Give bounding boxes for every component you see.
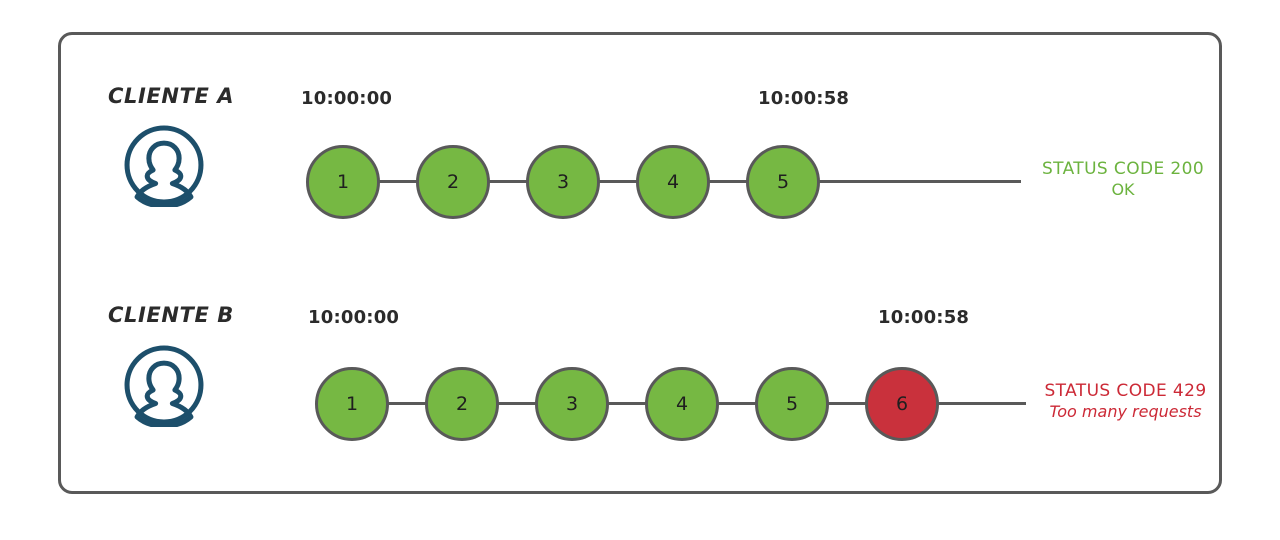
diagram-frame: CLIENTE A 10:00:00 10:00:58 1 2 3 4 5 ST… — [58, 32, 1222, 494]
connector-a-2 — [487, 180, 541, 183]
request-node[interactable]: 3 — [526, 145, 600, 219]
connector-b-1 — [386, 402, 440, 405]
request-node[interactable]: 1 — [315, 367, 389, 441]
connector-b-tail — [936, 402, 1026, 405]
client-label-b: CLIENTE B — [108, 303, 234, 327]
connector-b-2 — [496, 402, 550, 405]
timestamp-start-b: 10:00:00 — [308, 307, 400, 328]
connector-b-4 — [716, 402, 770, 405]
connector-b-5 — [826, 402, 880, 405]
connector-a-3 — [597, 180, 651, 183]
status-code-b: STATUS CODE 429 — [1044, 381, 1207, 401]
request-node[interactable]: 3 — [535, 367, 609, 441]
timestamp-start-a: 10:00:00 — [301, 88, 393, 109]
request-node[interactable]: 4 — [636, 145, 710, 219]
status-message-b: Too many requests — [1049, 401, 1202, 421]
status-annotation-b: STATUS CODE 429 Too many requests — [1018, 381, 1233, 421]
status-message-a: OK — [1111, 179, 1135, 199]
connector-a-1 — [377, 180, 431, 183]
request-node[interactable]: 4 — [645, 367, 719, 441]
timestamp-end-a: 10:00:58 — [758, 88, 850, 109]
user-avatar-icon — [122, 343, 206, 429]
connector-a-tail — [817, 180, 1021, 183]
connector-b-3 — [606, 402, 660, 405]
request-node[interactable]: 5 — [746, 145, 820, 219]
request-node[interactable]: 1 — [306, 145, 380, 219]
request-node[interactable]: 5 — [755, 367, 829, 441]
request-node[interactable]: 2 — [416, 145, 490, 219]
request-node[interactable]: 6 — [865, 367, 939, 441]
user-avatar-icon — [122, 123, 206, 209]
request-node[interactable]: 2 — [425, 367, 499, 441]
status-code-a: STATUS CODE 200 — [1041, 159, 1205, 179]
connector-a-4 — [707, 180, 761, 183]
status-annotation-a: STATUS CODE 200 OK — [1023, 159, 1223, 199]
client-label-a: CLIENTE A — [108, 84, 235, 108]
timestamp-end-b: 10:00:58 — [878, 307, 970, 328]
